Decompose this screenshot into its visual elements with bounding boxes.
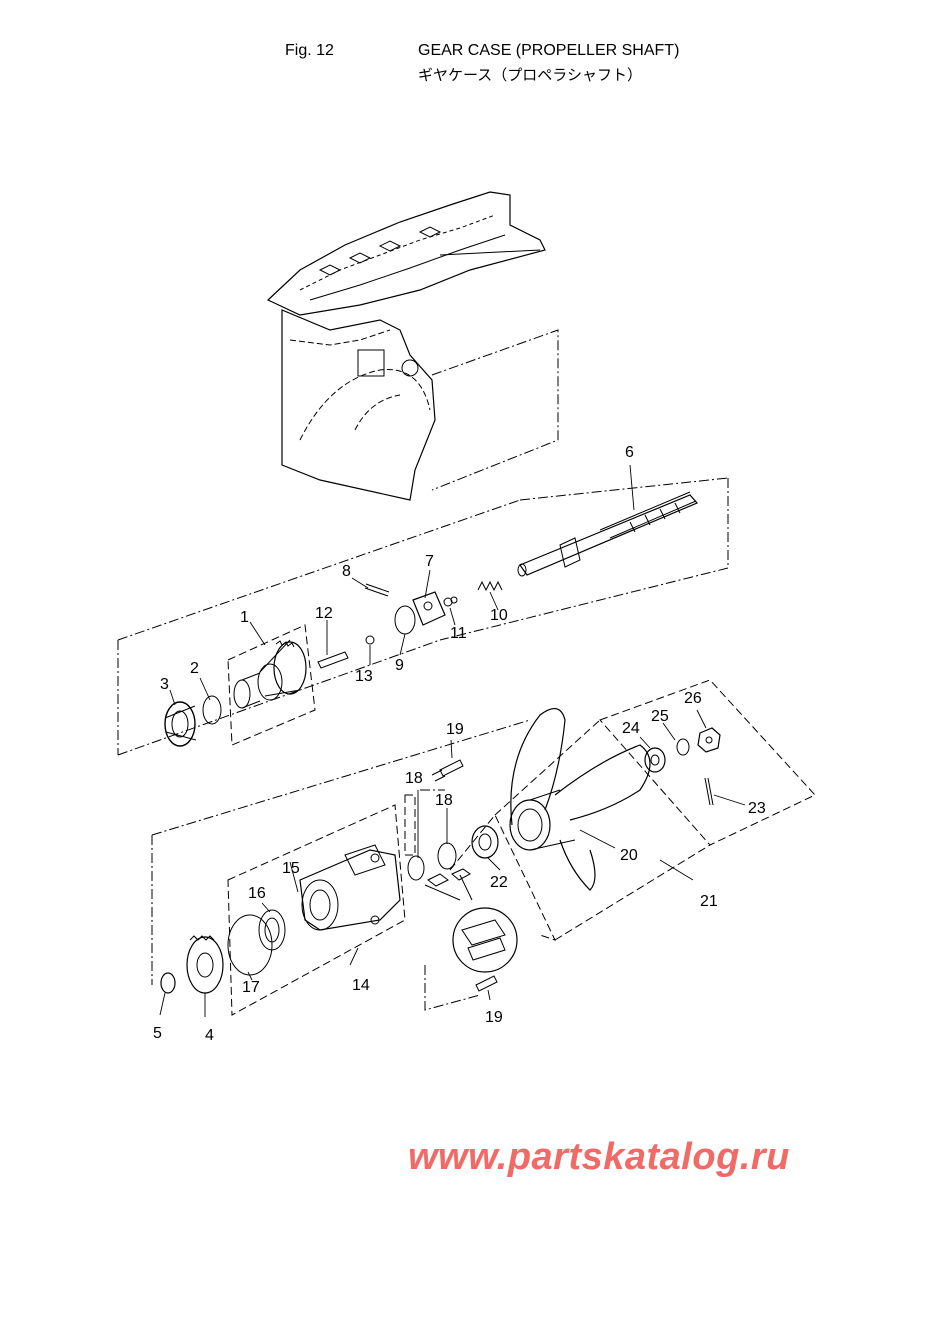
assembly-guide-lines xyxy=(117,329,729,1011)
cross-pin xyxy=(364,583,390,597)
propeller-nut xyxy=(697,727,721,753)
callout-9: 9 xyxy=(395,657,404,674)
callout-20: 20 xyxy=(620,847,638,864)
o-ring xyxy=(202,695,222,725)
housing-o-ring xyxy=(227,914,273,976)
callout-11: 11 xyxy=(450,625,467,642)
propeller-washer xyxy=(644,747,666,773)
propeller xyxy=(509,708,651,891)
callout-22: 22 xyxy=(490,874,508,891)
callout-24: 24 xyxy=(622,720,640,737)
callout-5: 5 xyxy=(153,1025,162,1042)
callout-16: 16 xyxy=(248,885,266,902)
figure-number: Fig. 12 xyxy=(285,42,334,59)
cotter-pin xyxy=(704,777,714,806)
sealant-callout-bubble xyxy=(424,868,518,973)
shift-slider xyxy=(412,591,458,626)
diagram-title-japanese: ギヤケース（プロペラシャフト） xyxy=(418,66,642,84)
callout-6: 6 xyxy=(625,444,634,461)
bolt-upper xyxy=(431,759,464,782)
diagram-title: GEAR CASE (PROPELLER SHAFT) xyxy=(418,42,680,59)
callout-4: 4 xyxy=(205,1027,214,1044)
callout-23: 23 xyxy=(748,800,766,817)
callout-26: 26 xyxy=(684,690,702,707)
callout-15: 15 xyxy=(282,860,300,877)
callout-7: 7 xyxy=(425,553,434,570)
shim xyxy=(160,972,176,994)
sub-assembly-boxes xyxy=(227,624,816,1016)
callout-18-upper: 18 xyxy=(405,770,423,787)
gear-case-housing xyxy=(266,191,546,501)
callout-17: 17 xyxy=(242,979,260,996)
propeller-shaft xyxy=(517,491,698,577)
callout-19-upper: 19 xyxy=(446,721,464,738)
bolt-lower xyxy=(475,975,498,992)
callout-18-lower: 18 xyxy=(435,792,453,809)
reverse-gear xyxy=(257,639,307,701)
callout-2: 2 xyxy=(190,660,199,677)
needle-bearing xyxy=(233,672,261,709)
washer-b xyxy=(437,842,457,870)
callout-25: 25 xyxy=(651,708,669,725)
leader-lines xyxy=(159,464,746,1017)
forward-gear xyxy=(186,935,224,994)
oil-seal-housing xyxy=(164,701,197,747)
thrust-washer xyxy=(471,825,499,859)
propeller-shaft-housing xyxy=(299,844,401,931)
callout-19-lower: 19 xyxy=(485,1009,503,1026)
callout-10: 10 xyxy=(490,607,508,624)
slide-pin xyxy=(317,651,349,669)
callout-12: 12 xyxy=(315,605,333,622)
callout-13: 13 xyxy=(355,668,373,685)
callout-14: 14 xyxy=(352,977,370,994)
callout-1: 1 xyxy=(240,609,249,626)
washer-a xyxy=(407,855,425,881)
steel-ball xyxy=(365,635,375,645)
callout-3: 3 xyxy=(160,676,169,693)
spring-clip xyxy=(394,605,416,635)
watermark: www.partskatalog.ru xyxy=(408,1136,790,1178)
callout-21: 21 xyxy=(700,893,718,910)
spacer xyxy=(676,738,690,756)
callout-8: 8 xyxy=(342,563,351,580)
shaft-spring xyxy=(477,580,503,592)
